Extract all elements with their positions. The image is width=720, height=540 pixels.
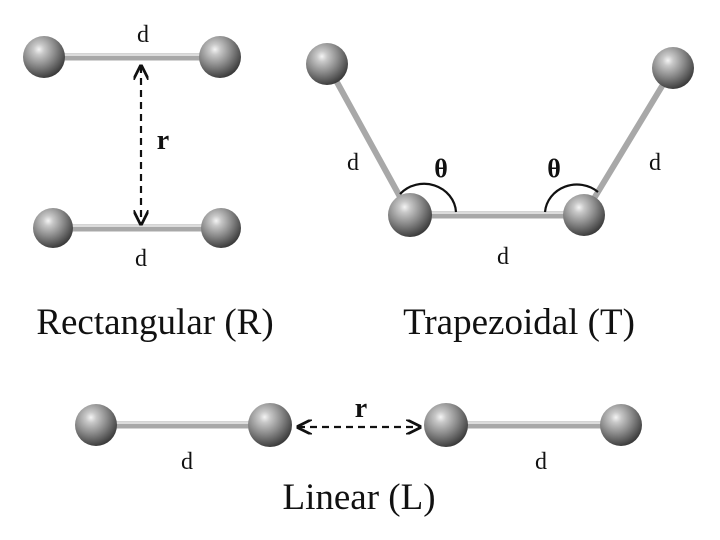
rect-bottom-right-atom [201, 208, 241, 248]
trap-right-bond [581, 65, 676, 218]
rect-bottom-bond-label: d [135, 246, 147, 272]
trap-right-bond-label: d [649, 150, 661, 176]
rect-distance-label: r [157, 125, 169, 156]
rect-top-bond-label: d [137, 22, 149, 48]
trap-left-angle-label: θ [434, 154, 448, 183]
linear-atom-4 [600, 404, 642, 446]
trapezoidal-geometry: d d d θ θ Trapezoidal (T) [306, 43, 694, 343]
linear-distance-label: r [355, 393, 367, 424]
trap-right-angle-arc [543, 183, 599, 213]
trap-left-bond-label: d [347, 150, 359, 176]
trap-bottom-bond-label: d [497, 244, 509, 270]
rect-top-left-atom [23, 36, 65, 78]
linear-atom-3 [424, 403, 468, 447]
trap-left-angle-arc [399, 182, 458, 213]
rect-title: Rectangular (R) [36, 302, 273, 343]
linear-title: Linear (L) [282, 477, 435, 518]
rect-top-right-atom [199, 36, 241, 78]
trap-bottom-left-atom [388, 193, 432, 237]
linear-atom-1 [75, 404, 117, 446]
trap-right-angle-label: θ [547, 154, 561, 183]
linear-right-bond-label: d [535, 449, 547, 475]
trap-title: Trapezoidal (T) [403, 302, 635, 343]
rectangular-geometry: d d r Rectangular (R) [23, 22, 274, 343]
trap-bottom-right-atom [563, 194, 605, 236]
trap-top-right-atom [652, 47, 694, 89]
linear-left-bond-label: d [181, 449, 193, 475]
trap-top-left-atom [306, 43, 348, 85]
trap-left-bond [324, 61, 413, 218]
rect-bottom-left-atom [33, 208, 73, 248]
linear-geometry: d d r Linear (L) [75, 393, 642, 518]
linear-atom-2 [248, 403, 292, 447]
